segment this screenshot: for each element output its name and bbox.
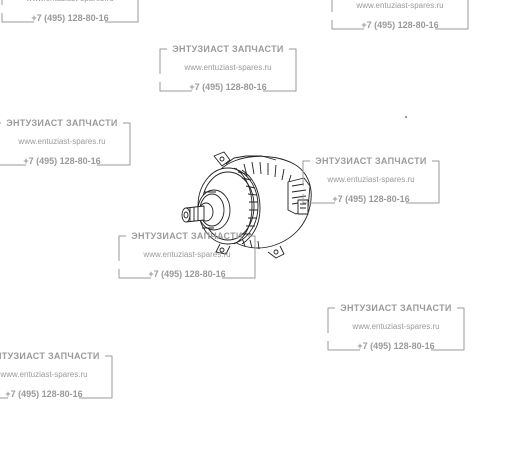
watermark-stamp: ЭНТУЗИАСТ ЗАПЧАСТИ www.entuziast-spares.…	[330, 0, 470, 34]
watermark-url: www.entuziast-spares.ru	[143, 250, 231, 259]
watermark-title: ЭНТУЗИАСТ ЗАПЧАСТИ	[315, 156, 427, 166]
watermark-title: ЭНТУЗИАСТ ЗАПЧАСТИ	[172, 44, 284, 54]
watermark-stamp: ЭНТУЗИАСТ ЗАПЧАСТИ www.entuziast-spares.…	[0, 118, 132, 170]
watermark-phone: +7 (495) 128-80-16	[5, 389, 83, 399]
watermark-phone: +7 (495) 128-80-16	[332, 194, 410, 204]
watermark-url: www.entuziast-spares.ru	[18, 137, 106, 146]
watermark-url: www.entuziast-spares.ru	[0, 0, 140, 4]
watermark-frame	[327, 307, 465, 351]
watermark-frame	[331, 0, 469, 30]
watermark-title: ЭНТУЗИАСТ ЗАПЧАСТИ	[6, 118, 118, 128]
watermark-phone: +7 (495) 128-80-16	[189, 82, 267, 92]
watermark-stamp: ЭНТУЗИАСТ ЗАПЧАСТИ www.entuziast-spares.…	[0, 351, 114, 403]
speck	[405, 116, 407, 118]
watermark-frame	[159, 48, 297, 92]
watermark-phone: +7 (495) 128-80-16	[31, 13, 109, 23]
watermark-stamp: ЭНТУЗИАСТ ЗАПЧАСТИ www.entuziast-spares.…	[158, 44, 298, 96]
watermark-url: www.entuziast-spares.ru	[327, 175, 415, 184]
watermark-phone: +7 (495) 128-80-16	[357, 341, 435, 351]
watermark-phone: +7 (495) 128-80-16	[148, 269, 226, 279]
watermark-frame	[0, 355, 113, 399]
watermark-title: ЭНТУЗИАСТ ЗАПЧАСТИ	[0, 351, 100, 361]
watermark-url: www.entuziast-spares.ru	[184, 63, 272, 72]
watermark-frame	[302, 160, 440, 204]
watermark-stamp: ЭНТУЗИАСТ ЗАПЧАСТИ www.entuziast-spares.…	[117, 231, 257, 283]
watermark-stamp: ЭНТУЗИАСТ ЗАПЧАСТИ www.entuziast-spares.…	[326, 303, 466, 355]
watermark-title: ЭНТУЗИАСТ ЗАПЧАСТИ	[131, 231, 243, 241]
watermark-title: ЭНТУЗИАСТ ЗАПЧАСТИ	[340, 303, 452, 313]
watermark-phone: +7 (495) 128-80-16	[23, 156, 101, 166]
watermark-frame	[118, 235, 256, 279]
watermark-stamp: ЭНТУЗИАСТ ЗАПЧАСТИ www.entuziast-spares.…	[0, 0, 140, 27]
watermark-phone: +7 (495) 128-80-16	[361, 20, 439, 30]
watermark-url: www.entuziast-spares.ru	[356, 1, 444, 10]
alternator-drawing	[181, 151, 312, 259]
watermark-stamp: ЭНТУЗИАСТ ЗАПЧАСТИ www.entuziast-spares.…	[301, 156, 441, 208]
watermark-frame	[0, 122, 131, 166]
watermark-frame	[1, 0, 139, 23]
watermark-url: www.entuziast-spares.ru	[352, 322, 440, 331]
watermark-url: www.entuziast-spares.ru	[0, 370, 88, 379]
